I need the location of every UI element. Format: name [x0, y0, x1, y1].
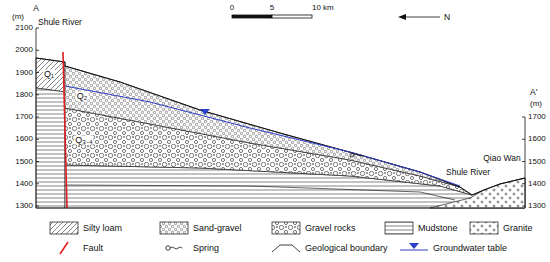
- north-label: N: [444, 13, 450, 22]
- spring-symbol: [350, 153, 362, 157]
- place-name: Shule River: [38, 18, 82, 27]
- place-name: Qiao Wan: [483, 154, 520, 163]
- legend-sample: [160, 222, 188, 234]
- axes: [36, 28, 525, 208]
- ground-surface: [36, 58, 525, 195]
- legend-text: Fault: [83, 244, 103, 253]
- axis-value: 1800: [15, 91, 33, 99]
- section-end: A': [530, 88, 537, 97]
- legend-sample: [50, 222, 78, 234]
- scale-value: 10 km: [312, 4, 334, 12]
- axis-value: 1600: [528, 135, 546, 143]
- legend-sample: [470, 222, 498, 234]
- gravel-rocks: [65, 108, 472, 195]
- axis-value: 1500: [528, 158, 546, 166]
- axis-value: 1900: [15, 69, 33, 77]
- legend-text: Sand-gravel: [193, 224, 242, 233]
- axis-value: 1300: [15, 202, 33, 210]
- groundwater-marker: [200, 109, 210, 115]
- fault: [63, 52, 67, 208]
- axis-unit: (m): [12, 13, 24, 21]
- legend-sample: [166, 246, 182, 250]
- sand-gravel: [65, 66, 460, 187]
- silty-loam: [36, 58, 65, 92]
- groundwater-table: [65, 86, 460, 186]
- legend-sample: [385, 222, 413, 234]
- legend-sample: [400, 243, 428, 250]
- stratum-label: Q₃₋₄: [74, 136, 93, 145]
- place-name: Shule River: [446, 168, 490, 177]
- section-end: A: [33, 4, 39, 13]
- axis-unit: (m): [530, 100, 542, 108]
- axis-value: 1600: [15, 135, 33, 143]
- legend-text: Granite: [503, 224, 533, 233]
- legend-text: Gravel rocks: [305, 224, 356, 233]
- legend-sample: [272, 222, 300, 234]
- scale-bar: [232, 15, 312, 18]
- scale-value: 0: [230, 4, 234, 12]
- axis-value: 1500: [15, 158, 33, 166]
- stratum-label: Q₂: [76, 92, 89, 101]
- legend-text: Silty loam: [83, 224, 122, 233]
- axis-value: 1400: [528, 180, 546, 188]
- axis-value: 1400: [15, 180, 33, 188]
- legend-text: Groundwater table: [433, 244, 507, 253]
- stratum-label: Q₁: [43, 70, 55, 79]
- legend-sample: [272, 245, 300, 252]
- legend-text: Spring: [193, 244, 219, 253]
- mudstone: [36, 88, 65, 208]
- axis-value: 1700: [15, 113, 33, 121]
- legend-sample: [60, 242, 68, 254]
- north-arrow: [398, 14, 440, 20]
- axis-value: 2100: [15, 24, 33, 32]
- axis-value: 1700: [528, 113, 546, 121]
- legend-text: Mudstone: [418, 224, 458, 233]
- scale-value: 5: [270, 4, 274, 12]
- axis-value: 2000: [15, 46, 33, 54]
- legend-text: Geological boundary: [305, 244, 388, 253]
- axis-value: 1300: [528, 202, 546, 210]
- geological-boundary: [65, 185, 455, 200]
